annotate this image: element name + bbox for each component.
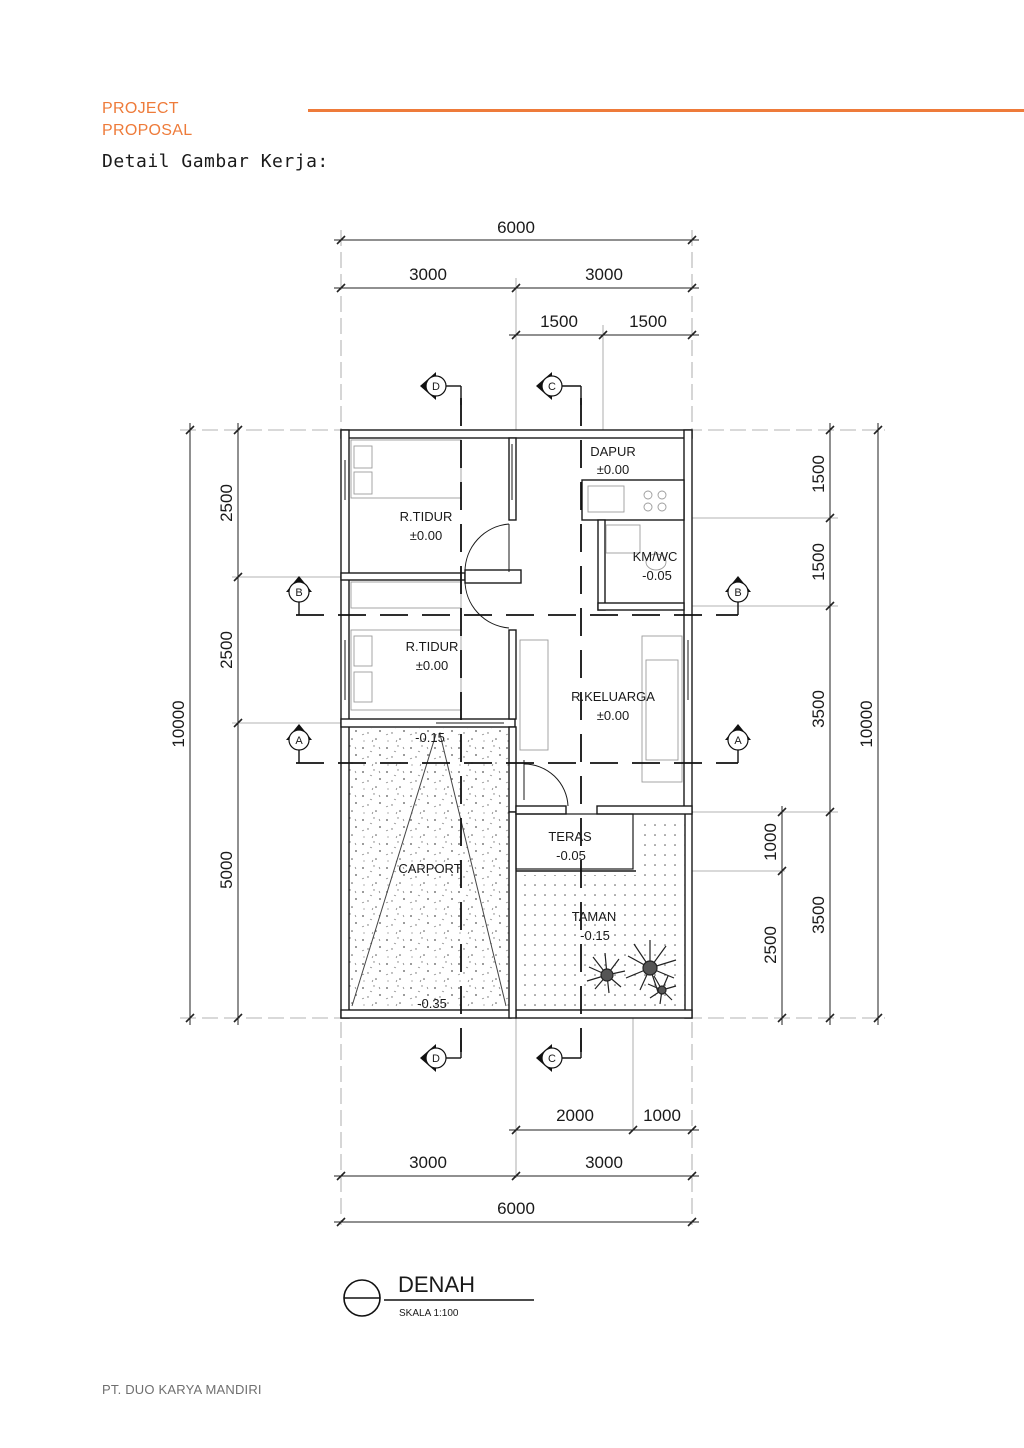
room-keluarga-level: ±0.00 bbox=[597, 708, 629, 723]
section-marker-d-top-label: D bbox=[432, 381, 440, 393]
page-heading: Detail Gambar Kerja: bbox=[102, 151, 329, 172]
dim-left-2: 2500 bbox=[217, 631, 236, 669]
dim-top-sub-right: 1500 bbox=[629, 312, 667, 331]
dim-right-2: 1500 bbox=[809, 543, 828, 581]
dim-inner-right-1: 1000 bbox=[761, 823, 780, 861]
footer-company: PT. DUO KARYA MANDIRI bbox=[102, 1382, 262, 1397]
dim-left-3: 5000 bbox=[217, 851, 236, 889]
room-keluarga-name: R.KELUARGA bbox=[571, 689, 655, 704]
walls bbox=[340, 429, 693, 1019]
room-dapur-name: DAPUR bbox=[590, 444, 636, 459]
section-marker-c-bottom-label: C bbox=[548, 1053, 556, 1065]
plan-caption: DENAH SKALA 1:100 bbox=[343, 1272, 534, 1319]
room-tidur2-level: ±0.00 bbox=[416, 658, 448, 673]
dim-bottom-left: 3000 bbox=[409, 1153, 447, 1172]
section-marker-a-right-label: A bbox=[734, 735, 742, 747]
dim-top-sub-left: 1500 bbox=[540, 312, 578, 331]
door-swings bbox=[464, 523, 569, 807]
header-label-line1: PROJECT bbox=[102, 100, 179, 117]
dim-right-3: 3500 bbox=[809, 690, 828, 728]
room-tidur1-level: ±0.00 bbox=[410, 528, 442, 543]
header-rule bbox=[308, 109, 1024, 112]
section-marker-b-left: B bbox=[286, 576, 312, 615]
dim-inner-right-2: 2500 bbox=[761, 926, 780, 964]
section-marker-b-left-label: B bbox=[295, 587, 302, 599]
windows bbox=[344, 444, 689, 800]
room-labels: DAPUR ±0.00 R.TIDUR ±0.00 KM/WC -0.05 R.… bbox=[398, 444, 677, 1011]
room-taman-level: -0.15 bbox=[580, 928, 610, 943]
section-marker-c-top: C bbox=[536, 372, 582, 405]
section-marker-c-bottom: C bbox=[536, 1040, 582, 1072]
dim-bottom-sub-left: 2000 bbox=[556, 1106, 594, 1125]
dim-right-1: 1500 bbox=[809, 455, 828, 493]
room-kmwc-level: -0.05 bbox=[642, 568, 672, 583]
furniture bbox=[350, 439, 683, 783]
section-marker-d-top: D bbox=[420, 372, 462, 405]
room-tidur1-name: R.TIDUR bbox=[400, 509, 453, 524]
dim-top-left: 3000 bbox=[409, 265, 447, 284]
section-marker-d-bottom: D bbox=[420, 1040, 462, 1072]
dim-bottom-total: 6000 bbox=[497, 1199, 535, 1218]
room-carport-top-level: -0.15 bbox=[415, 730, 445, 745]
header-label: PROJECT PROPOSAL bbox=[102, 98, 192, 142]
section-marker-a-right: A bbox=[725, 724, 751, 763]
room-tidur2-name: R.TIDUR bbox=[406, 639, 459, 654]
section-markers: D C D C B bbox=[286, 372, 751, 1072]
room-carport-bottom-level: -0.35 bbox=[417, 996, 447, 1011]
room-kmwc-name: KM/WC bbox=[633, 549, 678, 564]
caption-title: DENAH bbox=[398, 1272, 475, 1297]
dimension-lines bbox=[189, 239, 879, 1223]
room-taman-name: TAMAN bbox=[572, 909, 617, 924]
section-marker-a-left-label: A bbox=[295, 735, 303, 747]
dim-right-4: 3500 bbox=[809, 896, 828, 934]
header-label-line2: PROPOSAL bbox=[102, 122, 193, 139]
dim-left-1: 2500 bbox=[217, 484, 236, 522]
garden-floor-hatch bbox=[522, 875, 685, 1007]
section-marker-b-right-label: B bbox=[734, 587, 741, 599]
section-marker-a-left: A bbox=[286, 724, 312, 763]
room-dapur-level: ±0.00 bbox=[597, 462, 629, 477]
garden-side-hatch bbox=[636, 818, 686, 875]
room-teras-name: TERAS bbox=[548, 829, 592, 844]
section-marker-c-top-label: C bbox=[548, 381, 556, 393]
dimension-ticks bbox=[185, 235, 883, 1227]
dim-left-total: 10000 bbox=[169, 700, 188, 747]
garden-plants bbox=[586, 940, 677, 1005]
caption-scale: SKALA 1:100 bbox=[399, 1308, 459, 1319]
section-lines bbox=[296, 398, 738, 1052]
room-carport-name: CARPORT bbox=[398, 861, 461, 876]
dim-bottom-right: 3000 bbox=[585, 1153, 623, 1172]
room-teras-level: -0.05 bbox=[556, 848, 586, 863]
dim-right-total: 10000 bbox=[857, 700, 876, 747]
dim-bottom-sub-right: 1000 bbox=[643, 1106, 681, 1125]
section-marker-d-bottom-label: D bbox=[432, 1053, 440, 1065]
carport-car-outline bbox=[351, 733, 507, 1007]
dim-top-right: 3000 bbox=[585, 265, 623, 284]
carport-floor-hatch bbox=[349, 728, 510, 1012]
extension-lines bbox=[180, 230, 885, 1225]
section-marker-b-right: B bbox=[725, 576, 751, 615]
dimension-labels: 6000 3000 3000 1500 1500 2000 1000 3000 … bbox=[169, 218, 876, 1218]
dim-top-total: 6000 bbox=[497, 218, 535, 237]
